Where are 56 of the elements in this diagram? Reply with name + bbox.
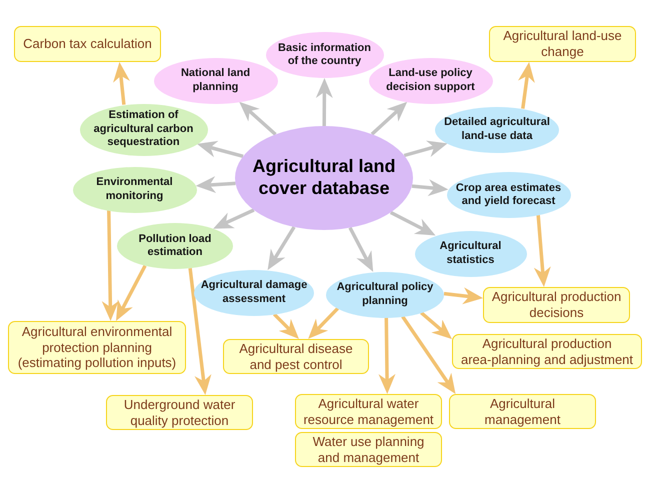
result-box — [452, 334, 642, 369]
box-label: Agricultural environmental protection planning (estimating pollution inputs) — [16, 324, 178, 372]
ellipse-label: Detailed agricultural land-use data — [443, 116, 551, 143]
arrow — [404, 140, 448, 158]
arrow — [534, 215, 551, 287]
result-box — [449, 394, 596, 429]
arrow — [268, 226, 296, 270]
arrow — [116, 264, 147, 322]
box-label: Water use planning and management — [312, 434, 426, 466]
box-label: Agricultural production area-planning and adjustment — [460, 336, 634, 368]
ellipse-label: Land-use policy decision support — [385, 67, 476, 94]
ellipse-label: National land planning — [180, 67, 252, 94]
result-box — [8, 321, 186, 374]
arrow — [420, 311, 452, 340]
arrow — [316, 78, 333, 126]
result-box — [223, 339, 369, 374]
box-label: Agricultural management — [484, 396, 562, 428]
box-label: Agricultural production decisions — [490, 289, 622, 321]
ellipse-label: Pollution load estimation — [138, 232, 212, 260]
result-box — [106, 395, 253, 430]
box-label: Carbon tax calculation — [23, 36, 152, 52]
box-label: Underground water quality protection — [122, 396, 236, 428]
arrow — [188, 268, 212, 396]
arrow — [113, 62, 130, 105]
arrow — [378, 317, 396, 394]
arrow — [412, 179, 448, 196]
box-label: Agricultural disease and pest control — [238, 340, 354, 372]
arrow — [196, 140, 244, 158]
result-box — [14, 26, 161, 62]
arrow — [370, 102, 408, 136]
ellipse-label: Estimation of agricultural carbon sequestration — [92, 109, 194, 150]
result-box — [295, 394, 442, 429]
arrow — [348, 226, 374, 272]
arrow — [272, 312, 299, 339]
arrow — [308, 307, 340, 339]
arrow — [239, 102, 277, 136]
arrow — [390, 210, 436, 236]
box-label: Agricultural land-use change — [502, 28, 623, 60]
arrow — [196, 176, 236, 194]
arrow — [444, 287, 484, 304]
box-label: Agricultural water resource management — [302, 396, 435, 428]
ellipse-label: Agricultural damage assessment — [200, 279, 308, 306]
result-box — [295, 432, 442, 467]
ellipse-label: Crop area estimates and yield forecast — [454, 182, 562, 208]
ellipse-label: Basic information of the country — [277, 42, 372, 68]
ellipse-label: Agricultural policy planning — [336, 281, 434, 308]
ellipse-label: Agricultural statistics — [438, 240, 502, 267]
arrow — [518, 62, 535, 109]
ellipse-label: Environmental monitoring — [95, 176, 174, 203]
topic-ellipse — [194, 270, 314, 316]
arrow — [401, 316, 456, 394]
ellipse-label: Agricultural land cover database — [251, 156, 397, 200]
result-box — [483, 287, 630, 323]
result-box — [489, 26, 636, 62]
arrow — [213, 208, 255, 229]
arrow — [102, 210, 119, 321]
